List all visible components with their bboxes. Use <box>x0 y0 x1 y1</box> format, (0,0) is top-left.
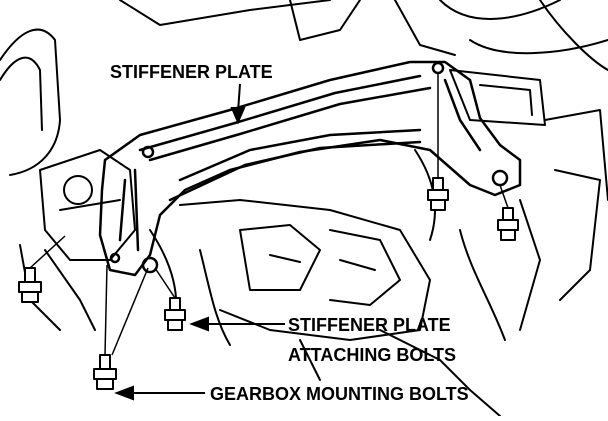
gearbox-bolt-center <box>93 354 117 390</box>
attaching-bolts-label-line1: STIFFENER PLATE <box>288 315 451 335</box>
stiffener-plate <box>98 60 522 277</box>
gearbox-bolts-arrowhead <box>114 385 134 401</box>
alignment-lines <box>29 72 509 356</box>
stiffener-plate-arrowhead <box>230 107 246 125</box>
attaching-bolts-label-line2: ATTACHING BOLTS <box>288 345 456 365</box>
stiffener-bolt-lower <box>164 297 186 331</box>
gearbox-bolts-label: GEARBOX MOUNTING BOLTS <box>210 384 469 404</box>
stiffener-plate-label: STIFFENER PLATE <box>110 62 273 82</box>
gearbox-bolt-left <box>18 267 42 303</box>
leader-arrows <box>114 83 285 401</box>
stiffener-bolt-right-lower <box>497 207 519 241</box>
attaching-bolts-arrowhead <box>189 316 209 332</box>
